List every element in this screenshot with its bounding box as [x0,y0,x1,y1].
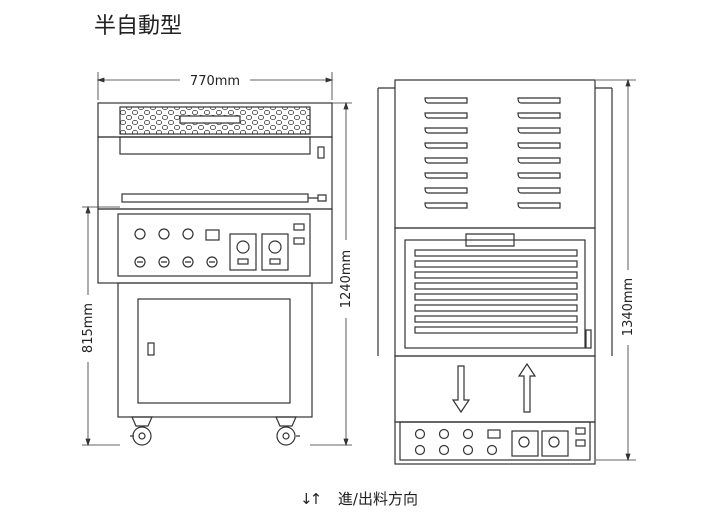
lower-cabinet [117,282,313,418]
front-height-label: 1240mm [339,250,354,308]
front-meter-1-dial [236,240,250,254]
side-latch [317,146,325,159]
side-dimensions [596,78,636,462]
side-knob-2 [438,428,450,440]
chamber-window [404,239,586,349]
side-knob-6 [462,444,474,456]
front-meter-2-dial [268,240,282,254]
front-knob-1 [134,228,146,240]
front-meter-2 [261,233,289,271]
front-lower-height-label: 815mm [81,303,96,353]
front-knob-3 [182,228,194,240]
side-knob-7 [486,444,498,456]
side-view [377,79,613,465]
side-meter-2 [541,430,569,457]
cover-handle [179,115,241,124]
direction-legend: ↓↑ 進/出料方向 [300,488,418,509]
direction-label: 進/出料方向 [337,490,418,508]
side-meter-1 [511,430,539,457]
direction-arrows-icon: ↓↑ [300,490,322,508]
front-knob-5 [158,256,170,268]
chamber-latch [585,329,592,349]
front-switch-2 [293,237,305,245]
vent-slots-left [424,97,468,209]
front-knob-7 [206,256,218,268]
side-height-label: 1340mm [621,278,636,336]
vent-slots-right [517,97,561,209]
front-view [97,102,333,446]
front-knob-2 [158,228,170,240]
front-switch-1 [293,223,305,231]
side-knob-1 [414,428,426,440]
side-base [394,355,596,423]
front-knob-4 [134,256,146,268]
side-indicator [487,429,501,439]
front-meter-2-screen [269,258,281,265]
upper-chamber [97,136,333,210]
side-meter-2-dial [548,436,560,448]
heating-rail [121,193,309,203]
side-knob-4 [414,444,426,456]
front-knob-6 [182,256,194,268]
roller-chamber [394,227,596,357]
side-switch-2 [575,439,586,447]
side-control-panel [399,421,591,461]
front-meter-1 [229,233,257,271]
rail-handle [308,194,327,202]
door-handle [147,342,155,356]
cabinet-door [137,298,291,404]
side-meter-1-dial [518,436,530,448]
up-arrow [517,362,537,413]
front-width-label: 770mm [190,74,240,89]
front-meter-1-screen [237,258,249,265]
side-knob-3 [462,428,474,440]
front-indicator [205,229,220,241]
diagram-title: 半自動型 [94,14,183,39]
front-caster-left [130,416,153,446]
chamber-handle [465,233,515,247]
panel-housing [97,208,333,284]
control-panel [117,213,311,277]
side-knob-5 [438,444,450,456]
side-switch-1 [575,427,586,435]
down-arrow [451,365,471,414]
roller-slats [414,249,578,334]
front-dimensions [82,72,352,447]
front-caster-right [275,416,300,446]
lid-frame [119,136,311,155]
